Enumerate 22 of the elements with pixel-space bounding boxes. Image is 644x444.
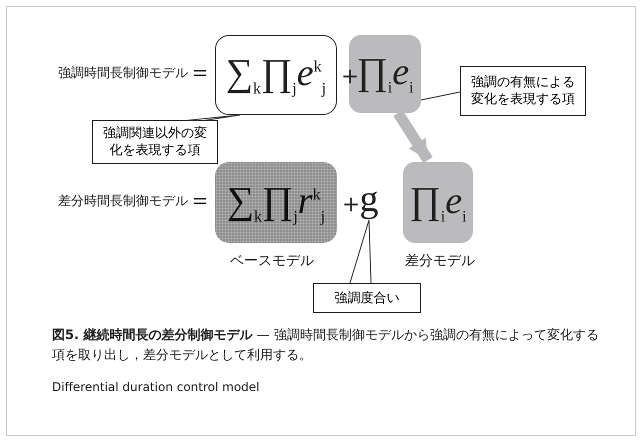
shaded-formula-box [403, 162, 473, 243]
formula-text: ∏$_{i}$e$_{i}$ [409, 178, 467, 226]
model-name: 強調時間長制御モデル [58, 65, 188, 82]
leader-line [350, 220, 372, 284]
model-name: 差分時間長制御モデル [58, 193, 188, 210]
model-caption: 差分モデル [405, 252, 475, 270]
callout-text: 強調関連以外の変化を表現する項 [102, 125, 208, 159]
callout-box [460, 66, 586, 116]
leader-line [420, 92, 460, 100]
arrow [393, 110, 433, 163]
formula-text: ∏$_{i}$e$_{i}$ [356, 50, 414, 98]
figure-caption: 図5. 継続時間長の差分制御モデル — 強調時間長制御モデルから強調の有無によって変化する項を取り出し，差分モデルとして利用する。 [52, 327, 600, 365]
leader-line [186, 114, 240, 121]
model-caption: ベースモデル [230, 252, 314, 270]
operator-symbol: ＝ [188, 57, 212, 88]
english-caption: Differential duration control model [52, 380, 260, 394]
formula-box [215, 35, 337, 115]
callout-box [313, 283, 421, 313]
patterned-formula-box [215, 162, 337, 243]
operator-symbol: ＝ [188, 185, 212, 216]
callout-text: 強調の有無による変化を表現する項 [470, 74, 576, 108]
callout-text: 強調度合い [334, 290, 400, 306]
